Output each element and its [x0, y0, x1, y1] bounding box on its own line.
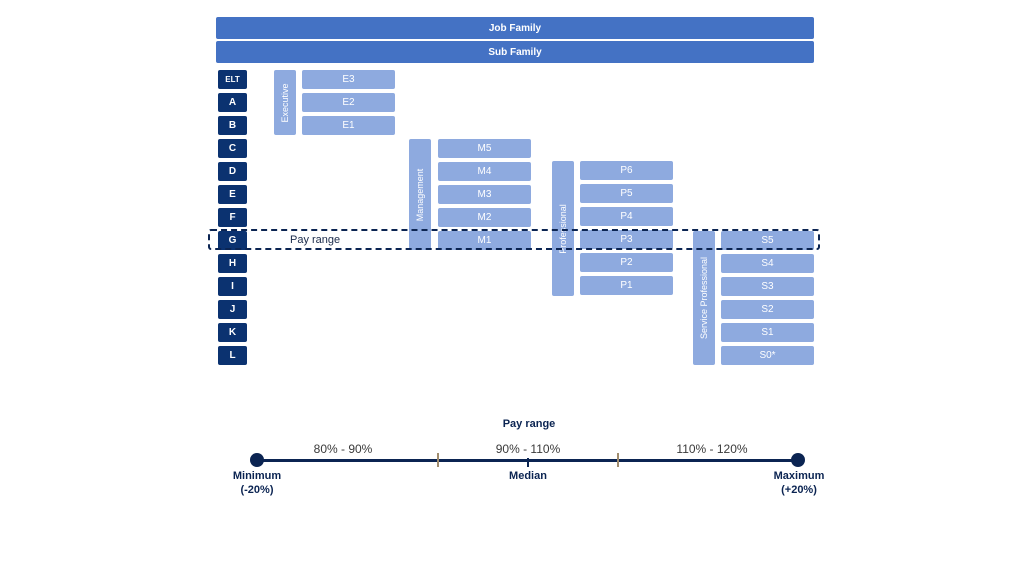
level-p3: P3	[580, 230, 673, 249]
grade-c: C	[218, 139, 247, 158]
segment-label-mid: 90% - 110%	[495, 442, 561, 456]
maximum-pct: (+20%)	[781, 484, 817, 496]
segment-label-low: 80% - 90%	[313, 442, 373, 456]
grade-j: J	[218, 300, 247, 319]
level-e3: E3	[302, 70, 395, 89]
tick-median	[527, 458, 529, 467]
maximum-label: Maximum (+20%)	[763, 469, 835, 497]
level-s4: S4	[721, 254, 814, 273]
grade-d: D	[218, 162, 247, 181]
family-service-professional: Service Professional	[693, 231, 715, 365]
grade-g: G	[218, 231, 247, 250]
minimum-label: Minimum (-20%)	[222, 469, 292, 497]
level-m5: M5	[438, 139, 531, 158]
level-s0: S0*	[721, 346, 814, 365]
level-m4: M4	[438, 162, 531, 181]
level-p1: P1	[580, 276, 673, 295]
level-p6: P6	[580, 161, 673, 180]
minimum-dot	[250, 453, 264, 467]
grade-elt: ELT	[218, 70, 247, 89]
grade-a: A	[218, 93, 247, 112]
minimum-pct: (-20%)	[240, 484, 274, 496]
grade-l: L	[218, 346, 247, 365]
median-label: Median	[509, 470, 547, 482]
maximum-dot	[791, 453, 805, 467]
family-management-label: Management	[415, 168, 425, 221]
tick-high	[617, 453, 619, 467]
grade-e: E	[218, 185, 247, 204]
sub-family-bar: Sub Family	[216, 41, 814, 63]
family-executive-label: Executive	[280, 82, 290, 123]
level-s5: S5	[721, 231, 814, 250]
level-m2: M2	[438, 208, 531, 227]
segment-label-high: 110% - 120%	[676, 442, 748, 456]
level-s2: S2	[721, 300, 814, 319]
level-s1: S1	[721, 323, 814, 342]
level-e1: E1	[302, 116, 395, 135]
level-m1: M1	[438, 231, 531, 250]
level-e2: E2	[302, 93, 395, 112]
level-s3: S3	[721, 277, 814, 296]
level-p2: P2	[580, 253, 673, 272]
grade-k: K	[218, 323, 247, 342]
family-service-professional-label: Service Professional	[699, 256, 709, 340]
family-management: Management	[409, 139, 431, 250]
pay-range-row-highlight	[208, 229, 820, 250]
scale-title: Pay range	[502, 418, 556, 430]
grade-h: H	[218, 254, 247, 273]
tick-low	[437, 453, 439, 467]
family-professional: Professional	[552, 161, 574, 296]
maximum-text: Maximum	[773, 470, 825, 482]
grade-b: B	[218, 116, 247, 135]
family-executive: Executive	[274, 70, 296, 135]
job-family-bar: Job Family	[216, 17, 814, 39]
level-m3: M3	[438, 185, 531, 204]
level-p4: P4	[580, 207, 673, 226]
level-p5: P5	[580, 184, 673, 203]
grade-f: F	[218, 208, 247, 227]
minimum-text: Minimum	[232, 470, 282, 482]
grade-i: I	[218, 277, 247, 296]
pay-range-row-label: Pay range	[290, 234, 341, 246]
